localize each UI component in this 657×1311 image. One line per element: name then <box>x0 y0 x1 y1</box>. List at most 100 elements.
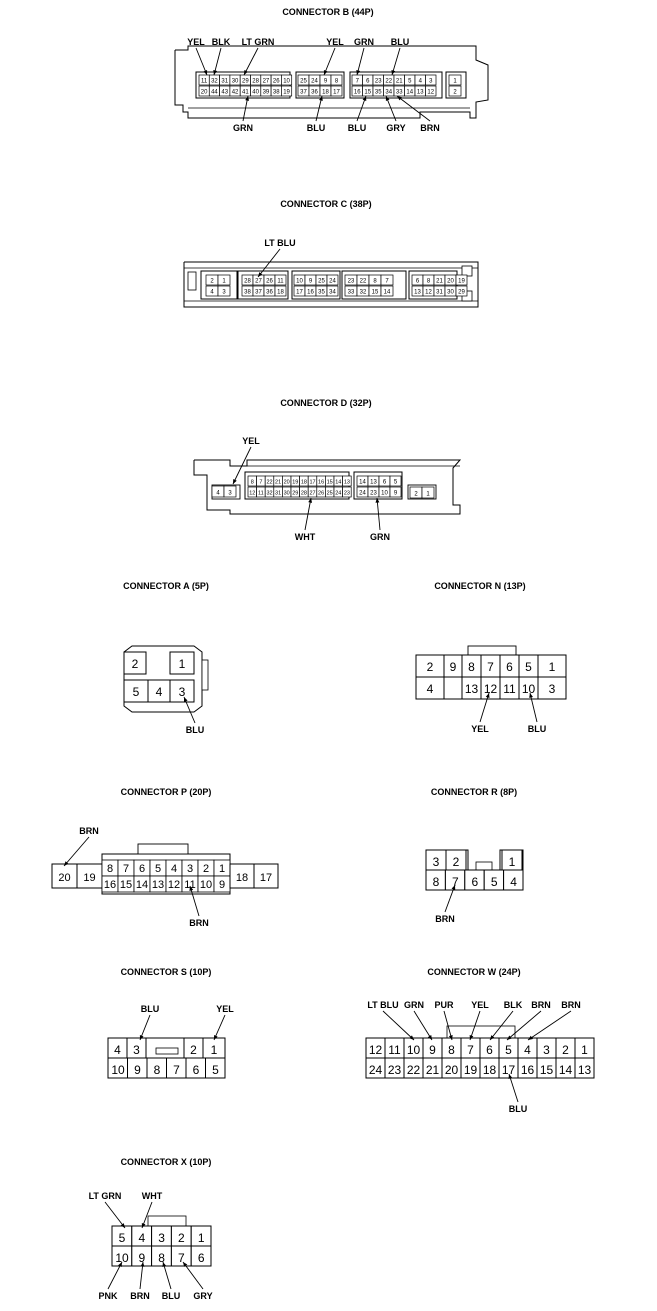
conn-b-housing <box>174 45 489 119</box>
wire-n-blu-leader <box>529 692 538 723</box>
wire-b-gry-arrow <box>385 96 390 101</box>
conn-b-row-pin: 19 <box>283 90 290 96</box>
conn-b-row-pin: 42 <box>232 90 239 96</box>
conn-c-row-cell <box>326 274 339 286</box>
conn-p-pin: 11 <box>184 879 195 891</box>
wire-d-yel-arrow <box>233 479 237 484</box>
conn-w-pin: 7 <box>467 1043 474 1057</box>
wire-w-yel-label: YEL <box>471 1000 489 1010</box>
wire-b-yel-label: YEL <box>187 37 205 47</box>
wire-x-ltgrn-leader <box>104 1201 126 1229</box>
conn-r-pin: 8 <box>433 875 440 889</box>
connector-title-b: CONNECTOR B (44P) <box>282 7 373 17</box>
wire-b-ltgrn-arrow <box>244 70 248 75</box>
conn-b-row-pin: 41 <box>242 90 249 96</box>
conn-c-row-cell <box>455 285 468 297</box>
wire-w-blu-leader <box>508 1073 519 1103</box>
conn-w-pin: 9 <box>429 1043 436 1057</box>
wire-d-yel-label: YEL <box>242 436 260 446</box>
conn-x-pin: 10 <box>115 1251 129 1265</box>
conn-p-pin: 14 <box>136 879 148 891</box>
conn-b-row-pin: 25 <box>300 79 307 85</box>
conn-n-pin: 8 <box>468 660 475 674</box>
conn-w-pin: 8 <box>448 1043 455 1057</box>
conn-c-row-pin: 2 <box>210 279 214 285</box>
wire-b-grn2-arrow <box>245 96 250 101</box>
conn-d-row-pin: 7 <box>259 480 262 486</box>
wire-x-brn-label: BRN <box>130 1291 150 1301</box>
conn-d-row-pin: 31 <box>275 491 281 497</box>
conn-d-row-pin: 26 <box>318 491 324 497</box>
connector-title-s: CONNECTOR S (10P) <box>121 967 212 977</box>
wire-w-grn-leader <box>413 1010 433 1041</box>
conn-c-row-pin: 20 <box>447 279 454 285</box>
wire-s-yel-arrow <box>214 1035 218 1040</box>
conn-c-row-pin: 12 <box>425 290 432 296</box>
wire-w-brn-leader <box>506 1010 542 1041</box>
conn-x-pin: 1 <box>198 1231 205 1245</box>
conn-b-row-pin: 36 <box>311 90 318 96</box>
wire-w-grn-arrow <box>427 1035 432 1040</box>
wire-r-brn-label: BRN <box>435 914 455 924</box>
conn-p-cell <box>76 863 103 889</box>
conn-b-row-pin: 23 <box>375 79 382 85</box>
conn-a-pin: 4 <box>156 685 163 699</box>
conn-b-row-pin: 31 <box>221 79 228 85</box>
wire-b-grn2-label: GRN <box>233 123 253 133</box>
wire-s-blu-label: BLU <box>141 1004 160 1014</box>
conn-n-cell <box>443 676 463 700</box>
conn-d-row-pin: 22 <box>266 480 272 486</box>
conn-b-row-pin: 35 <box>375 90 382 96</box>
wire-n-yel-leader <box>479 692 490 723</box>
wire-w-blu-label: BLU <box>509 1104 528 1114</box>
conn-w-pin: 5 <box>505 1043 512 1057</box>
conn-c-row-pin: 34 <box>329 290 336 296</box>
wire-b-blu3-label: BLU <box>348 123 367 133</box>
conn-w-pin: 13 <box>578 1063 592 1077</box>
conn-c-latch-left <box>187 271 197 291</box>
conn-s-pin: 7 <box>173 1063 180 1077</box>
conn-c-row-cell <box>380 274 394 286</box>
conn-d-row-pin: 10 <box>381 491 388 497</box>
conn-p-cell <box>253 863 279 889</box>
conn-c-row-pin: 27 <box>255 279 262 285</box>
conn-w-pin: 6 <box>486 1043 493 1057</box>
conn-d-row-cell <box>389 486 402 498</box>
conn-n-pin: 5 <box>525 660 532 674</box>
conn-a-pin: 5 <box>133 685 140 699</box>
conn-c-row-pin: 10 <box>296 279 303 285</box>
conn-b-row-cell <box>330 85 343 97</box>
wire-s-yel-label: YEL <box>216 1004 234 1014</box>
conn-c-row-pin: 11 <box>277 279 284 285</box>
conn-w-pin: 3 <box>543 1043 550 1057</box>
wire-b-gry-label: GRY <box>386 123 405 133</box>
conn-x-pin: 2 <box>178 1231 185 1245</box>
conn-a-pin: 1 <box>179 657 186 671</box>
conn-c-row-pin: 4 <box>210 290 214 296</box>
conn-d-row-pin: 15 <box>327 480 333 486</box>
conn-x-pin: 7 <box>178 1251 185 1265</box>
conn-c-housing <box>183 261 479 308</box>
conn-d-row-pin: 16 <box>318 480 324 486</box>
wire-b-brn-label: BRN <box>420 123 440 133</box>
conn-p-pin: 2 <box>203 863 209 875</box>
wire-w-blu-arrow <box>508 1074 513 1079</box>
conn-x-pin: 4 <box>138 1231 145 1245</box>
conn-p-pin: 17 <box>260 872 272 884</box>
conn-s-pin: 1 <box>211 1043 218 1057</box>
conn-b-row-pin: 10 <box>283 79 290 85</box>
conn-r-pin: 1 <box>509 855 516 869</box>
conn-c-row-pin: 13 <box>414 290 421 296</box>
wire-b-ltgrn-leader <box>243 47 259 76</box>
wire-c-ltblu-arrow <box>258 272 263 277</box>
conn-w-pin: 18 <box>483 1063 497 1077</box>
conn-s-pin: 2 <box>190 1043 197 1057</box>
conn-r-cell <box>503 869 524 891</box>
conn-c-row-pin: 32 <box>360 290 367 296</box>
conn-d-row-pin: 5 <box>394 480 398 486</box>
conn-s-pin: 9 <box>134 1063 141 1077</box>
conn-p-pin: 16 <box>104 879 116 891</box>
wire-w-brn2-leader <box>527 1010 572 1041</box>
conn-p-cell <box>51 863 78 889</box>
conn-d-row-pin: 32 <box>266 491 272 497</box>
